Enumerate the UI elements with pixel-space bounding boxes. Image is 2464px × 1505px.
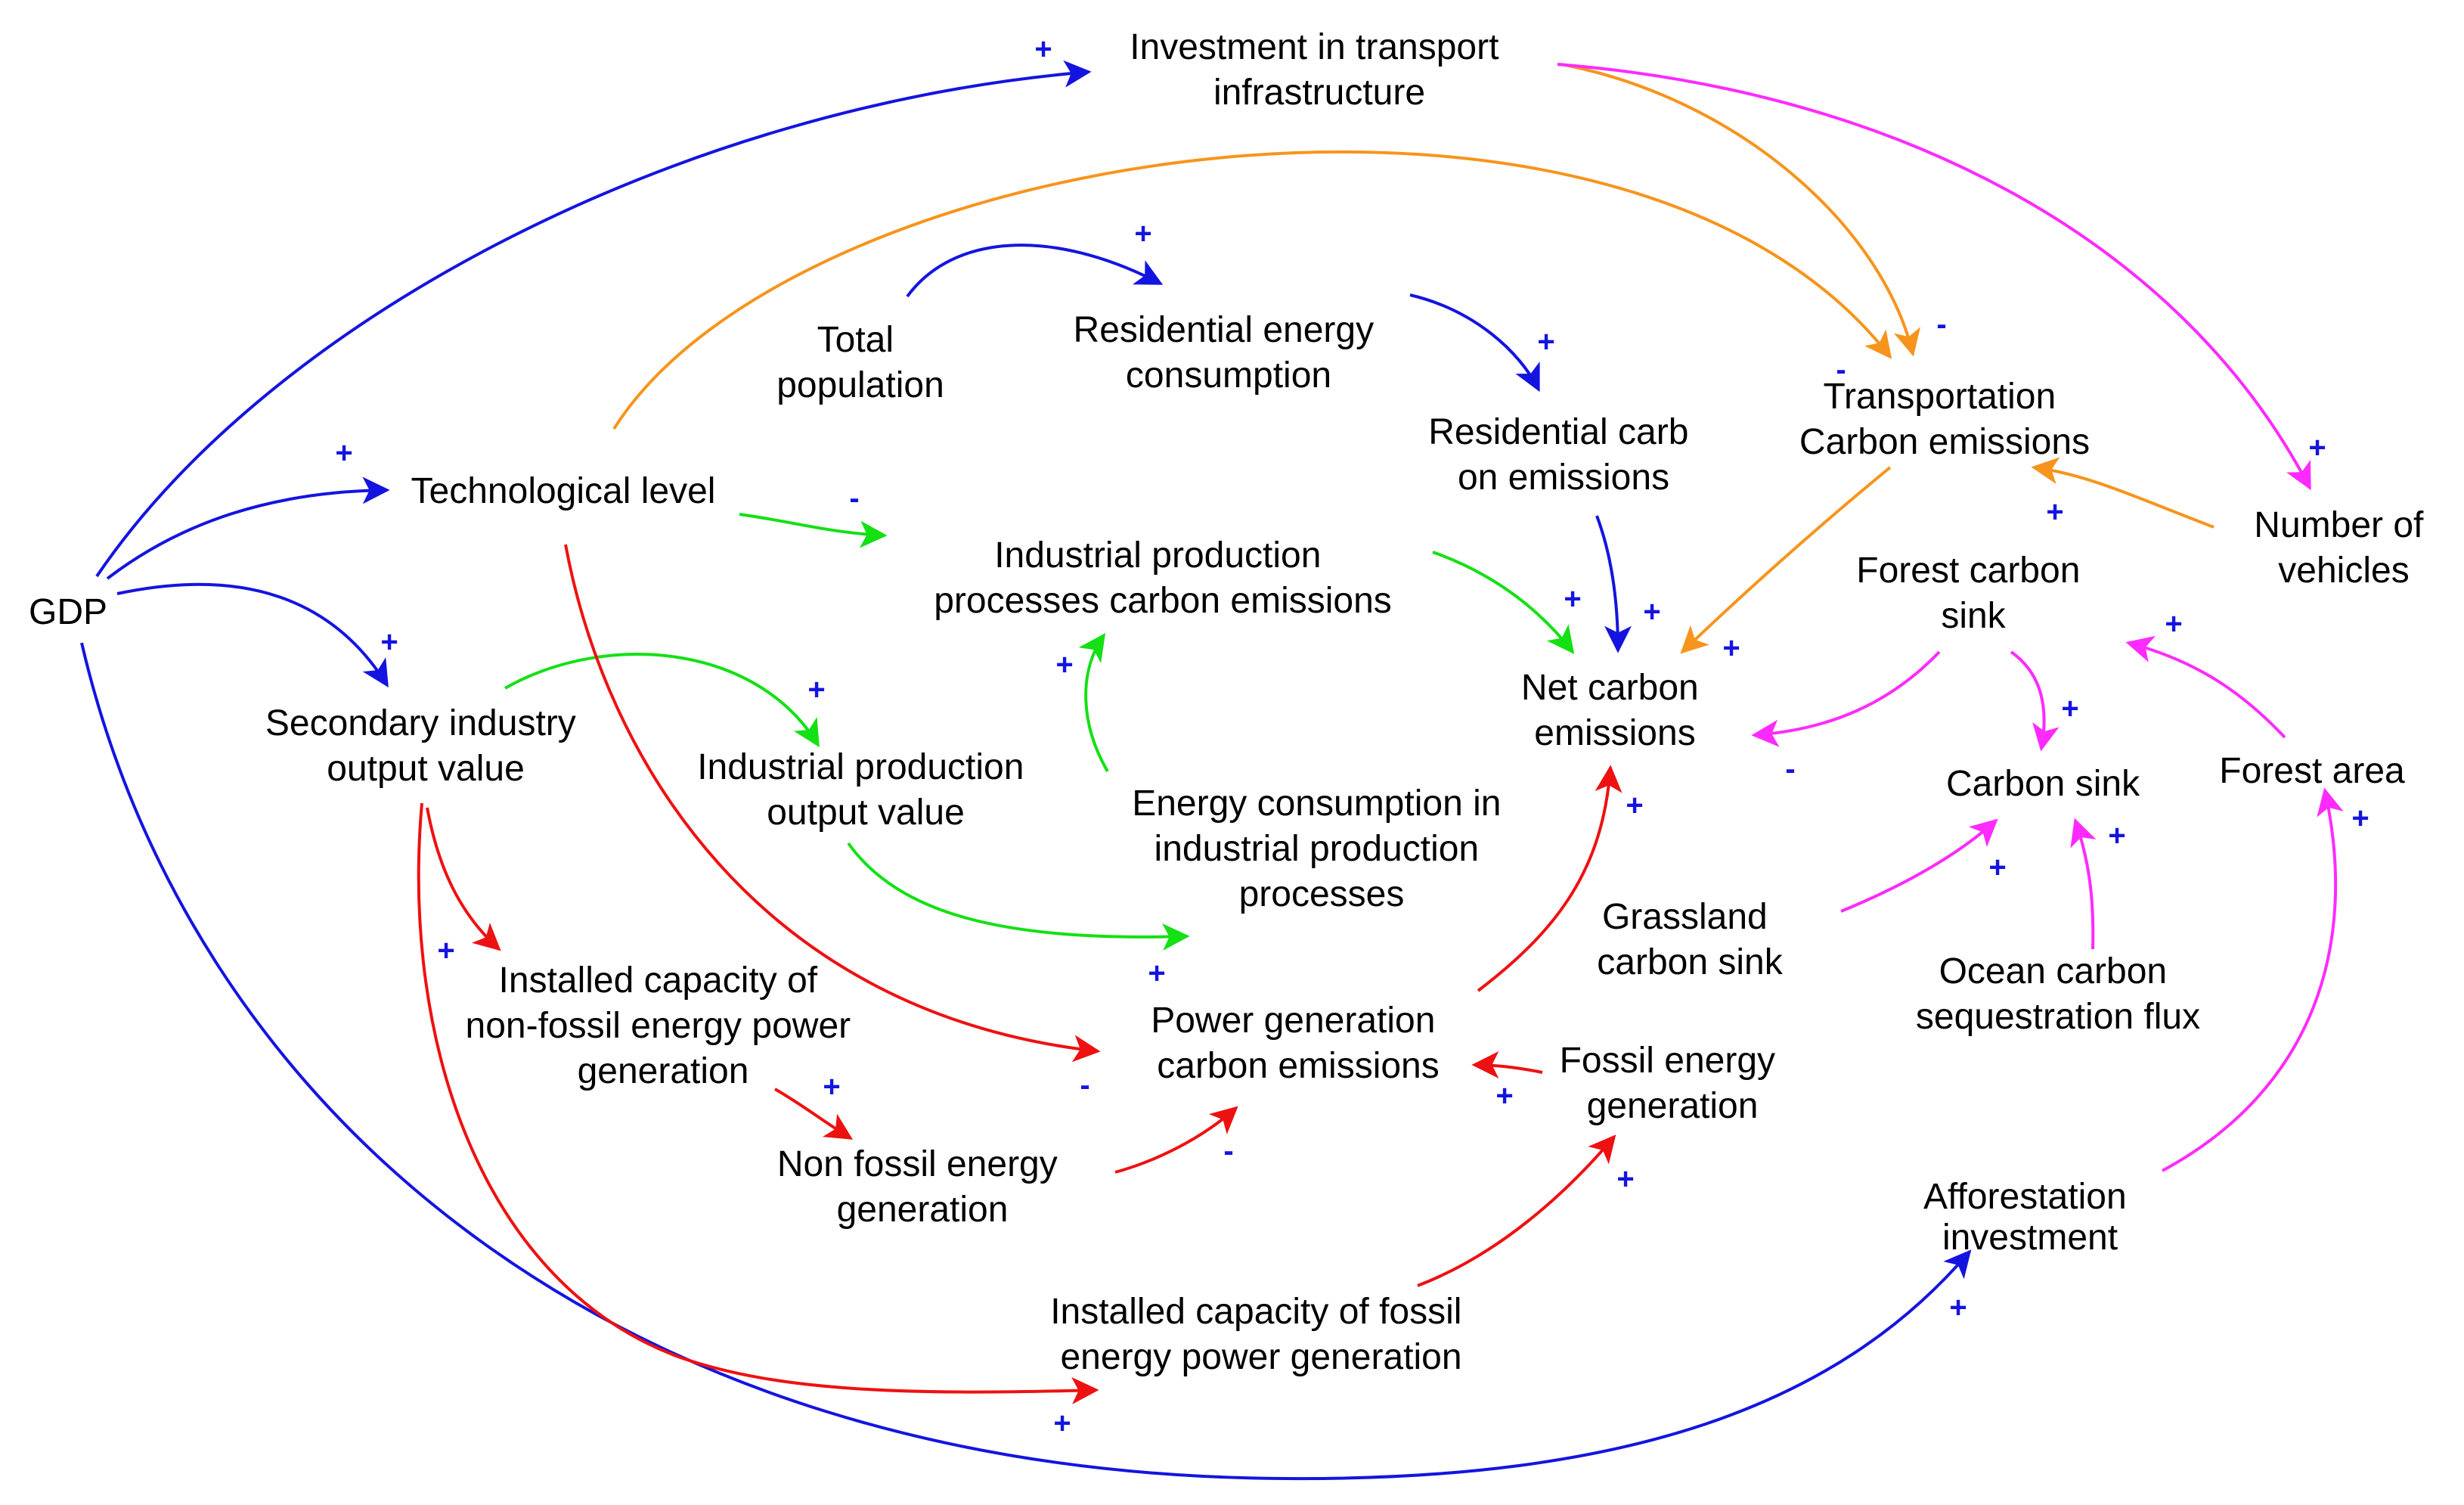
sign-plus: + [1616, 1162, 1634, 1196]
node-industrial-process-carbon: Industrial production processes carbon e… [934, 535, 1392, 621]
node-transportation-carbon: Transportation Carbon emissions [1799, 377, 2090, 462]
sign-plus: + [823, 1070, 840, 1103]
arrow-gdp-to-investment-transport [95, 60, 1092, 578]
sign-plus: + [2108, 819, 2125, 852]
node-power-carbon: Power generation carbon emissions [1151, 1001, 1446, 1086]
arrow-forest-area-to-forest-sink [2125, 635, 2286, 739]
arrow-grassland-to-carbon-sink [1840, 818, 1998, 913]
arrow-power-carbon-to-net-carbon [1477, 765, 1623, 992]
node-energy-consumption-industrial: Energy consumption in industrial product… [1132, 784, 1511, 914]
arrow-secondary-industry-to-nonfossil-capacity [426, 807, 501, 951]
arrow-technological-level-to-transportation-carbon [612, 150, 1892, 430]
sign-plus: + [437, 934, 454, 967]
node-grassland-sink: Grassland carbon sink [1597, 897, 1783, 982]
node-technological-level: Technological level [411, 471, 716, 511]
sign-minus: - [1785, 752, 1795, 786]
arrow-energy-consumption-to-industrial-process-carbon [1078, 633, 1109, 773]
sign-plus: + [1034, 33, 1052, 66]
sign-plus: + [2046, 495, 2063, 529]
node-ocean-flux: Ocean carbon sequestration flux [1916, 951, 2200, 1037]
arrow-industrial-output-to-power-carbon [847, 842, 1190, 951]
arrow-gdp-to-afforestation [80, 642, 1972, 1481]
sign-plus: + [1949, 1291, 1967, 1324]
sign-plus: + [380, 625, 398, 659]
sign-minus: - [1936, 308, 1946, 341]
sign-plus: + [1722, 631, 1740, 665]
node-carbon-sink: Carbon sink [1946, 764, 2140, 804]
node-number-vehicles: Number of vehicles [2254, 505, 2433, 591]
arrow-technological-level-to-power-carbon [564, 544, 1101, 1063]
sign-minus: - [1836, 353, 1846, 386]
node-forest-carbon-sink: Forest carbon sink [1856, 551, 2090, 636]
sign-plus: + [1495, 1079, 1513, 1112]
arrow-transportation-carbon-to-net-carbon [1680, 466, 1892, 654]
sign-plus: + [2061, 692, 2078, 725]
node-gdp: GDP [29, 592, 107, 632]
sign-plus: + [335, 436, 352, 470]
sign-minus: - [1080, 1069, 1089, 1102]
node-forest-area: Forest area [2219, 751, 2405, 791]
node-total-population: Total population [776, 320, 944, 405]
arrow-forest-sink-to-net-carbon [1751, 650, 1941, 747]
node-investment-transport: Investment in transport infrastructure [1130, 27, 1509, 113]
arrow-population-to-residential-energy [906, 244, 1164, 298]
sign-minus: - [849, 482, 859, 515]
sign-plus: + [807, 673, 825, 706]
sign-plus: + [1053, 1407, 1071, 1440]
node-fossil-capacity: Installed capacity of fossil energy powe… [1050, 1292, 1472, 1377]
arrow-investment-transport-to-transportation-carbon [1561, 63, 1920, 357]
arrow-residential-energy-to-residential-carbon [1409, 293, 1540, 393]
sign-plus: + [1134, 217, 1151, 250]
node-industrial-output: Industrial production output value [697, 747, 1034, 833]
sign-plus: + [1564, 582, 1581, 616]
node-nonfossil-capacity: Installed capacity of non-fossil energy … [466, 960, 861, 1091]
arrow-forest-sink-to-carbon-sink [2010, 650, 2060, 752]
arrow-gdp-to-secondary-industry [116, 582, 389, 688]
arrow-residential-carbon-to-net-carbon [1595, 515, 1632, 653]
sign-plus: + [1055, 648, 1073, 681]
sign-plus: + [1988, 851, 2006, 884]
node-residential-carbon: Residential carb on emissions [1428, 412, 1699, 498]
arrow-nonfossil-generation-to-power-carbon [1114, 1106, 1238, 1174]
node-nonfossil-generation: Non fossil energy generation [777, 1144, 1068, 1230]
arrow-industrial-process-carbon-to-net-carbon [1432, 551, 1575, 654]
arrow-secondary-industry-to-industrial-output [504, 653, 820, 748]
arrow-fossil-generation-to-power-carbon [1471, 1051, 1543, 1079]
sign-plus: + [1537, 325, 1554, 358]
arrow-gdp-to-technological-level [106, 476, 390, 580]
sign-plus: + [2351, 802, 2369, 835]
node-afforestation: Afforestation investment [1923, 1177, 2137, 1258]
arrow-ocean-flux-to-carbon-sink [2070, 818, 2097, 950]
sign-plus: + [1148, 957, 1165, 990]
sign-plus: + [1626, 789, 1643, 822]
sign-plus: + [2308, 431, 2326, 464]
node-secondary-industry: Secondary industry output value [265, 703, 586, 789]
arrow-secondary-industry-to-fossil-capacity [417, 802, 1099, 1404]
node-residential-energy: Residential energy consumption [1074, 310, 1384, 396]
arrow-vehicles-to-transportation-carbon [2031, 457, 2215, 529]
sign-plus: + [2165, 607, 2182, 641]
arrow-nonfossil-capacity-to-nonfossil-generation [774, 1088, 854, 1140]
arrow-afforestation-to-forest-area [2162, 787, 2344, 1172]
node-net-carbon: Net carbon emissions [1521, 668, 1709, 753]
arrow-investment-transport-to-vehicles [1557, 63, 2311, 491]
sign-minus: - [1223, 1134, 1233, 1168]
arrow-fossil-capacity-to-fossil-generation [1417, 1134, 1616, 1287]
sign-plus: + [1643, 595, 1660, 628]
node-fossil-generation: Fossil energy generation [1560, 1041, 1786, 1126]
arrow-technological-level-to-industrial-process-carbon [739, 513, 888, 548]
